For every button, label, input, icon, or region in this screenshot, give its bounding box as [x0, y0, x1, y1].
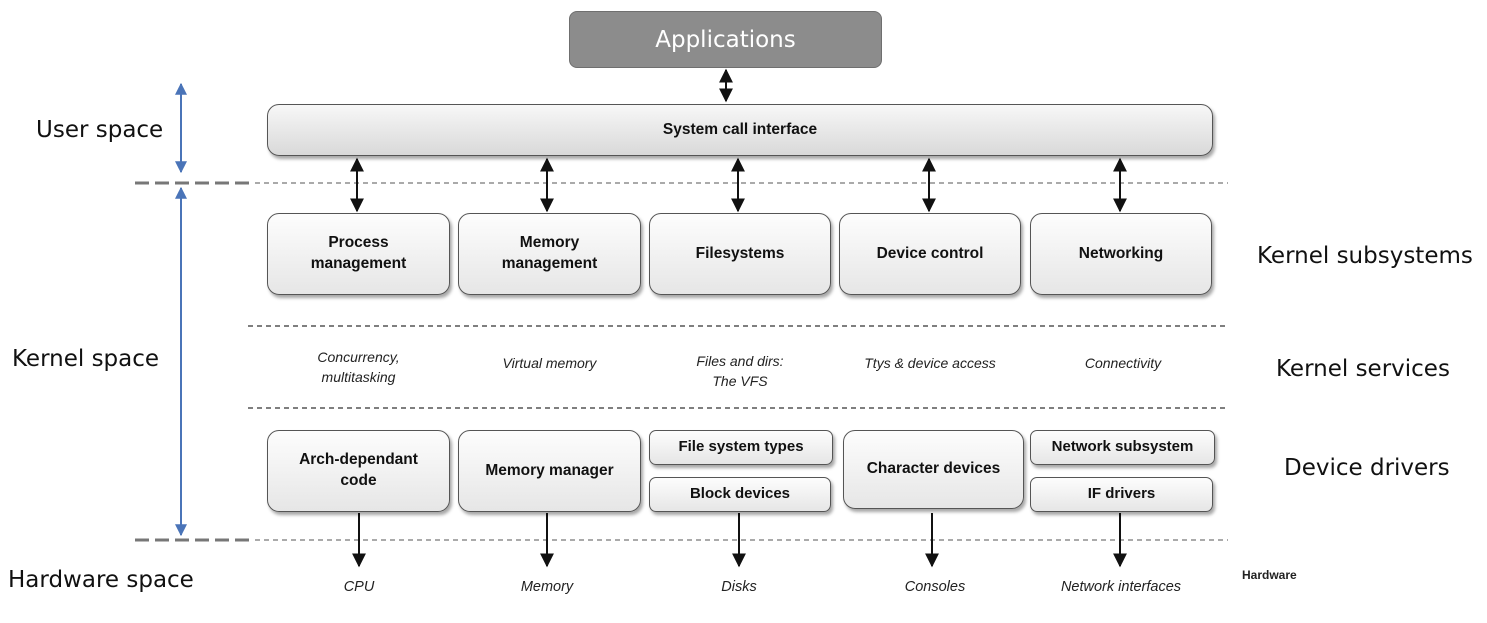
subsystem-line1: Networking	[1078, 244, 1164, 262]
memory-manager-box: Memory manager	[458, 430, 641, 512]
service-connectivity: Connectivity	[1030, 353, 1216, 373]
service-line1: Ttys & device access	[864, 355, 996, 371]
process-management-box: Process management	[267, 213, 450, 295]
applications-box: Applications	[569, 11, 882, 68]
system-call-interface-box: System call interface	[267, 104, 1213, 156]
user-space-label: User space	[36, 117, 164, 143]
filesystems-box: Filesystems	[649, 213, 831, 295]
kernel-subsystems-label: Kernel subsystems	[1257, 243, 1473, 269]
kernel-services-label: Kernel services	[1276, 356, 1450, 382]
service-line1: Concurrency,	[317, 349, 400, 365]
subsystem-line2: management	[310, 255, 407, 272]
subsystem-line2: management	[501, 255, 598, 272]
hardware-network-interfaces: Network interfaces	[1060, 579, 1182, 595]
kernel-space-label: Kernel space	[12, 346, 160, 372]
block-devices-box: Block devices	[649, 477, 831, 512]
subsystem-line1: Memory	[519, 234, 580, 252]
hardware-disks: Disks	[721, 579, 757, 595]
service-line2: multitasking	[321, 369, 396, 386]
hardware-cpu: CPU	[343, 579, 375, 595]
service-concurrency: Concurrency, multitasking	[267, 347, 450, 388]
subsystem-line1: Filesystems	[695, 244, 785, 262]
service-line1: Files and dirs:	[696, 353, 784, 369]
driver-line1: Arch-dependant	[299, 451, 418, 469]
networking-box: Networking	[1030, 213, 1212, 295]
hardware-space-label: Hardware space	[8, 567, 194, 593]
subsystem-line1: Device control	[876, 244, 984, 262]
service-line1: Virtual memory	[502, 355, 597, 371]
driver-line2: code	[340, 472, 377, 489]
memory-management-box: Memory management	[458, 213, 641, 295]
file-system-types-box: File system types	[649, 430, 833, 465]
arch-dependant-code-box: Arch-dependant code	[267, 430, 450, 512]
device-control-box: Device control	[839, 213, 1021, 295]
service-ttys: Ttys & device access	[839, 353, 1021, 373]
service-line1: Connectivity	[1084, 355, 1162, 371]
subsystem-line1: Process	[328, 234, 389, 252]
service-virtual-memory: Virtual memory	[458, 353, 641, 373]
if-drivers-box: IF drivers	[1030, 477, 1213, 512]
network-subsystem-box: Network subsystem	[1030, 430, 1215, 465]
hardware-memory: Memory	[520, 579, 574, 595]
service-line2: The VFS	[712, 373, 768, 390]
device-drivers-label: Device drivers	[1284, 455, 1450, 481]
hardware-consoles: Consoles	[904, 579, 966, 595]
hardware-tag: Hardware	[1242, 568, 1297, 582]
character-devices-box: Character devices	[843, 430, 1024, 509]
service-vfs: Files and dirs: The VFS	[649, 351, 831, 392]
